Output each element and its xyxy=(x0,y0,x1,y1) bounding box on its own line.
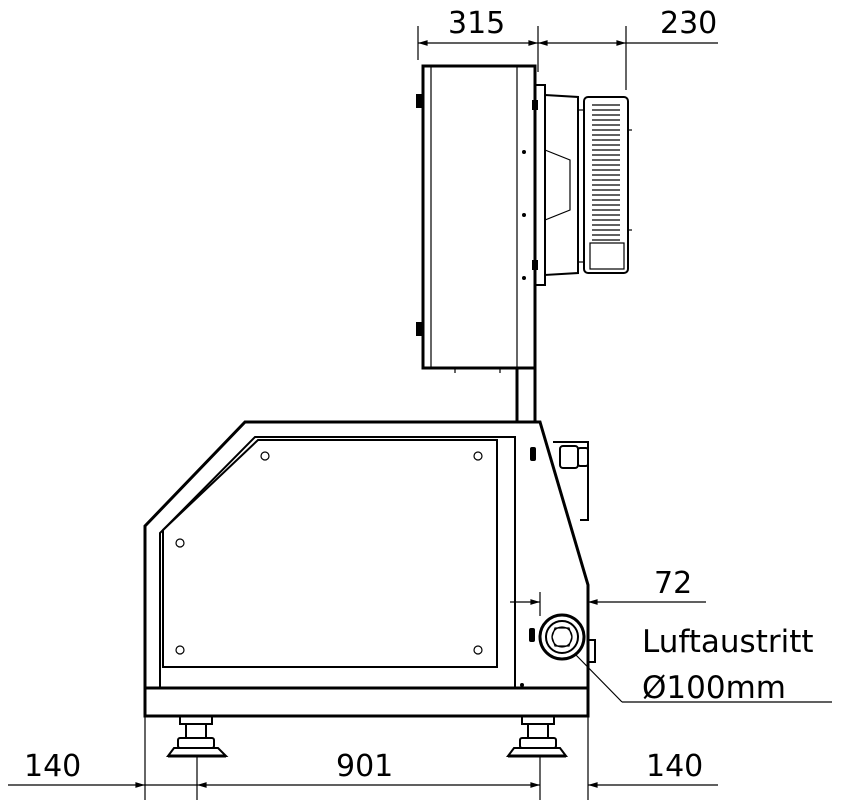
dim-text-230: 230 xyxy=(660,6,717,41)
dim-text-315: 315 xyxy=(448,6,505,41)
dimension-top-left: 315 xyxy=(417,6,539,72)
air-outlet-port xyxy=(538,613,586,661)
dimension-top-right: 230 xyxy=(538,6,718,90)
upper-housing xyxy=(416,64,537,373)
dim-text-901: 901 xyxy=(336,749,393,784)
outlet-label-line2: Ø100mm xyxy=(642,670,786,706)
dim-text-140-right: 140 xyxy=(646,749,703,784)
fan-unit xyxy=(532,84,632,286)
dim-text-140-left: 140 xyxy=(24,749,81,784)
dimension-bottom: 140 901 140 xyxy=(8,716,718,800)
mast xyxy=(515,285,537,422)
base-cabinet xyxy=(143,420,596,718)
fan-ribs xyxy=(592,104,620,241)
outlet-label-line1: Luftaustritt xyxy=(642,624,814,660)
outlet-leader: Luftaustritt Ø100mm xyxy=(574,624,832,706)
foot-left xyxy=(166,715,229,758)
foot-right xyxy=(506,715,568,758)
dim-text-72: 72 xyxy=(654,566,692,601)
dimension-side: 72 xyxy=(510,566,706,616)
